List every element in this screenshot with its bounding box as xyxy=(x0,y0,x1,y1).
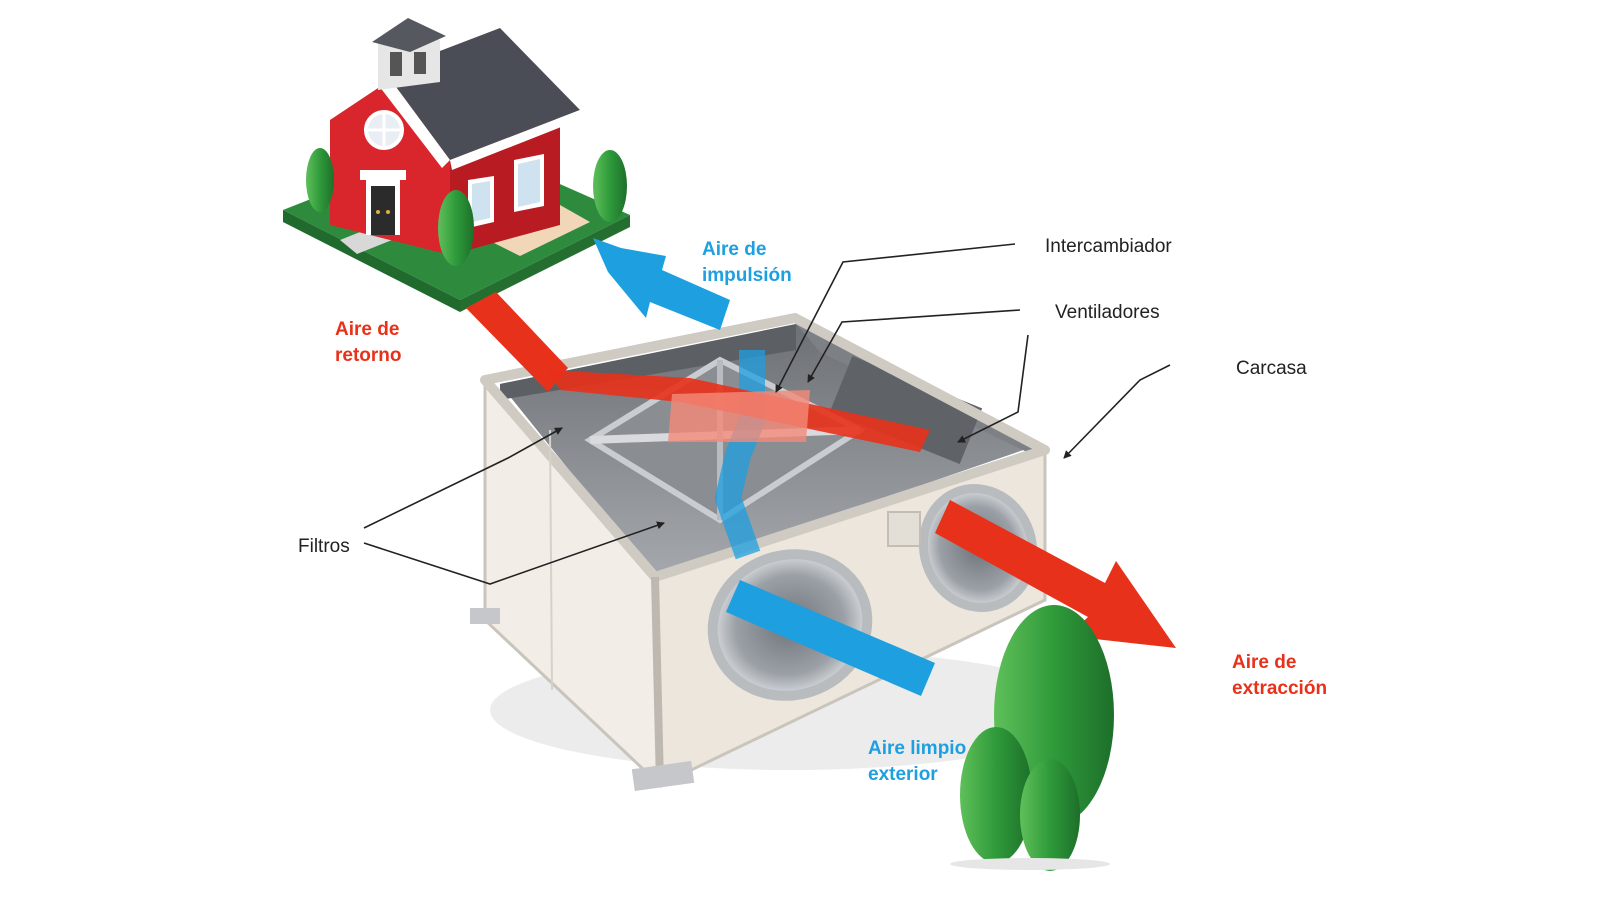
house-icon xyxy=(283,18,630,312)
label-exhaust-air-line1: Aire de xyxy=(1232,652,1297,673)
label-return-air-line1: Aire de xyxy=(335,319,400,340)
tree-icon xyxy=(950,605,1114,871)
leader-lines xyxy=(363,243,1171,585)
label-supply-air: Aire de impulsión xyxy=(702,237,792,289)
leader-fans-2 xyxy=(957,334,1029,443)
leader-filters-1 xyxy=(363,427,563,529)
leader-exchanger xyxy=(775,243,1016,393)
label-exhaust-air: Aire de extracción xyxy=(1232,650,1327,702)
label-return-air: Aire de retorno xyxy=(335,317,402,369)
label-supply-air-line2: impulsión xyxy=(702,265,792,286)
leader-fans-1 xyxy=(807,309,1021,383)
label-exhaust-air-line2: extracción xyxy=(1232,678,1328,699)
label-exchanger: Intercambiador xyxy=(1045,236,1172,257)
label-outdoor-air-line1: Aire limpio xyxy=(868,738,967,759)
leader-filters-2 xyxy=(363,521,665,585)
label-outdoor-air-line2: exterior xyxy=(868,764,938,785)
label-return-air-line2: retorno xyxy=(335,345,402,366)
label-outdoor-air: Aire limpio exterior xyxy=(868,736,966,788)
label-casing: Carcasa xyxy=(1236,358,1307,379)
label-filters: Filtros xyxy=(298,536,350,557)
arrow-icon xyxy=(466,238,1176,696)
label-fans: Ventiladores xyxy=(1055,302,1160,323)
label-supply-air-line1: Aire de xyxy=(702,239,767,260)
leader-casing xyxy=(1063,364,1171,459)
